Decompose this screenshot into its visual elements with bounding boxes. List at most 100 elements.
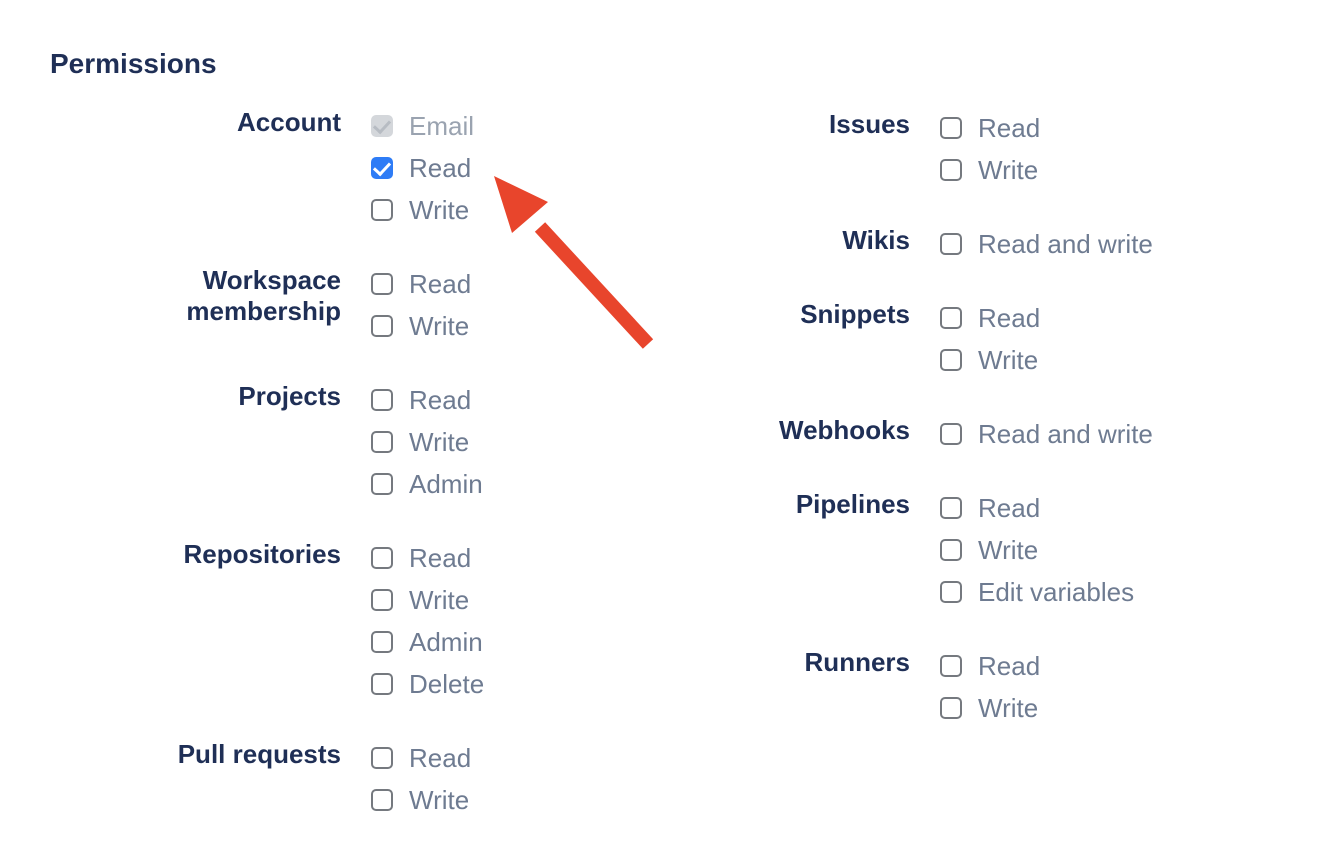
projects-options: Read Write Admin: [371, 379, 483, 505]
pull-requests-read-label: Read: [409, 742, 472, 773]
repositories-delete-checkbox[interactable]: [371, 673, 393, 695]
pull-requests-read-option[interactable]: Read: [371, 737, 471, 779]
snippets-write-option[interactable]: Write: [940, 339, 1040, 381]
group-label-issues: Issues: [829, 109, 910, 139]
workspace-membership-read-option[interactable]: Read: [371, 263, 471, 305]
group-label-pull-requests: Pull requests: [177, 739, 341, 769]
permission-group-wikis: Wikis Read and write: [740, 223, 1153, 265]
repositories-admin-label: Admin: [409, 626, 483, 657]
permission-group-workspace-membership: Workspace membership Read Write: [166, 263, 484, 347]
repositories-admin-checkbox[interactable]: [371, 631, 393, 653]
repositories-read-checkbox[interactable]: [371, 547, 393, 569]
group-label-wikis: Wikis: [842, 225, 910, 255]
projects-write-label: Write: [409, 426, 470, 457]
pipelines-write-option[interactable]: Write: [940, 529, 1134, 571]
pipelines-edit-variables-label: Edit variables: [978, 576, 1135, 607]
permissions-column-left: Account Email Read Write Workspace membe…: [166, 105, 484, 853]
workspace-membership-read-label: Read: [409, 268, 472, 299]
account-read-checkbox[interactable]: [371, 157, 393, 179]
account-read-label: Read: [409, 152, 472, 183]
snippets-options: Read Write: [940, 297, 1040, 381]
repositories-read-label: Read: [409, 542, 472, 573]
group-label-snippets: Snippets: [800, 299, 910, 329]
workspace-membership-write-option[interactable]: Write: [371, 305, 471, 347]
repositories-write-option[interactable]: Write: [371, 579, 484, 621]
account-email-option: Email: [371, 105, 474, 147]
permissions-column-right: Issues Read Write Wikis Read and write: [740, 107, 1153, 761]
snippets-read-label: Read: [978, 302, 1041, 333]
snippets-read-checkbox[interactable]: [940, 307, 962, 329]
workspace-membership-write-label: Write: [409, 310, 470, 341]
pipelines-read-option[interactable]: Read: [940, 487, 1134, 529]
account-email-label: Email: [409, 110, 475, 141]
projects-admin-checkbox[interactable]: [371, 473, 393, 495]
pipelines-edit-variables-checkbox[interactable]: [940, 581, 962, 603]
projects-admin-option[interactable]: Admin: [371, 463, 483, 505]
webhooks-read-and-write-label: Read and write: [978, 418, 1153, 449]
runners-write-checkbox[interactable]: [940, 697, 962, 719]
pipelines-write-checkbox[interactable]: [940, 539, 962, 561]
pipelines-read-checkbox[interactable]: [940, 497, 962, 519]
pipelines-read-label: Read: [978, 492, 1041, 523]
group-label-account: Account: [237, 107, 341, 137]
group-label-webhooks: Webhooks: [779, 415, 910, 445]
repositories-options: Read Write Admin Delete: [371, 537, 484, 705]
snippets-read-option[interactable]: Read: [940, 297, 1040, 339]
pull-requests-write-option[interactable]: Write: [371, 779, 471, 821]
permission-group-snippets: Snippets Read Write: [740, 297, 1153, 381]
projects-read-option[interactable]: Read: [371, 379, 483, 421]
group-label-projects: Projects: [238, 381, 341, 411]
webhooks-read-and-write-checkbox[interactable]: [940, 423, 962, 445]
pipelines-options: Read Write Edit variables: [940, 487, 1134, 613]
workspace-membership-write-checkbox[interactable]: [371, 315, 393, 337]
issues-read-checkbox[interactable]: [940, 117, 962, 139]
workspace-membership-read-checkbox[interactable]: [371, 273, 393, 295]
issues-read-option[interactable]: Read: [940, 107, 1040, 149]
pipelines-write-label: Write: [978, 534, 1039, 565]
webhooks-read-and-write-option[interactable]: Read and write: [940, 413, 1153, 455]
repositories-write-label: Write: [409, 584, 470, 615]
repositories-delete-label: Delete: [409, 668, 485, 699]
snippets-write-checkbox[interactable]: [940, 349, 962, 371]
account-read-option[interactable]: Read: [371, 147, 474, 189]
runners-options: Read Write: [940, 645, 1040, 729]
wikis-read-and-write-checkbox[interactable]: [940, 233, 962, 255]
projects-write-checkbox[interactable]: [371, 431, 393, 453]
runners-read-label: Read: [978, 650, 1041, 681]
runners-write-option[interactable]: Write: [940, 687, 1040, 729]
permission-group-runners: Runners Read Write: [740, 645, 1153, 729]
wikis-read-and-write-option[interactable]: Read and write: [940, 223, 1153, 265]
repositories-read-option[interactable]: Read: [371, 537, 484, 579]
pull-requests-read-checkbox[interactable]: [371, 747, 393, 769]
pull-requests-write-checkbox[interactable]: [371, 789, 393, 811]
account-write-option[interactable]: Write: [371, 189, 474, 231]
permission-group-account: Account Email Read Write: [166, 105, 484, 231]
issues-read-label: Read: [978, 112, 1041, 143]
account-write-checkbox[interactable]: [371, 199, 393, 221]
snippets-write-label: Write: [978, 344, 1039, 375]
permission-group-repositories: Repositories Read Write Admin Delete: [166, 537, 485, 705]
wikis-read-and-write-label: Read and write: [978, 228, 1153, 259]
pipelines-edit-variables-option[interactable]: Edit variables: [940, 571, 1134, 613]
workspace-membership-options: Read Write: [371, 263, 471, 347]
projects-read-label: Read: [409, 384, 472, 415]
permission-group-pull-requests: Pull requests Read Write: [166, 737, 484, 821]
projects-write-option[interactable]: Write: [371, 421, 483, 463]
page-title: Permissions: [50, 48, 217, 79]
runners-read-option[interactable]: Read: [940, 645, 1040, 687]
projects-admin-label: Admin: [409, 468, 483, 499]
permission-group-webhooks: Webhooks Read and write: [740, 413, 1153, 455]
group-label-workspace-membership: Workspace membership: [186, 265, 341, 326]
issues-write-label: Write: [978, 154, 1039, 185]
repositories-delete-option[interactable]: Delete: [371, 663, 484, 705]
issues-write-checkbox[interactable]: [940, 159, 962, 181]
runners-read-checkbox[interactable]: [940, 655, 962, 677]
account-email-checkbox: [371, 115, 393, 137]
issues-write-option[interactable]: Write: [940, 149, 1040, 191]
repositories-admin-option[interactable]: Admin: [371, 621, 484, 663]
projects-read-checkbox[interactable]: [371, 389, 393, 411]
account-write-label: Write: [409, 194, 470, 225]
runners-write-label: Write: [978, 692, 1039, 723]
wikis-options: Read and write: [940, 223, 1153, 265]
repositories-write-checkbox[interactable]: [371, 589, 393, 611]
